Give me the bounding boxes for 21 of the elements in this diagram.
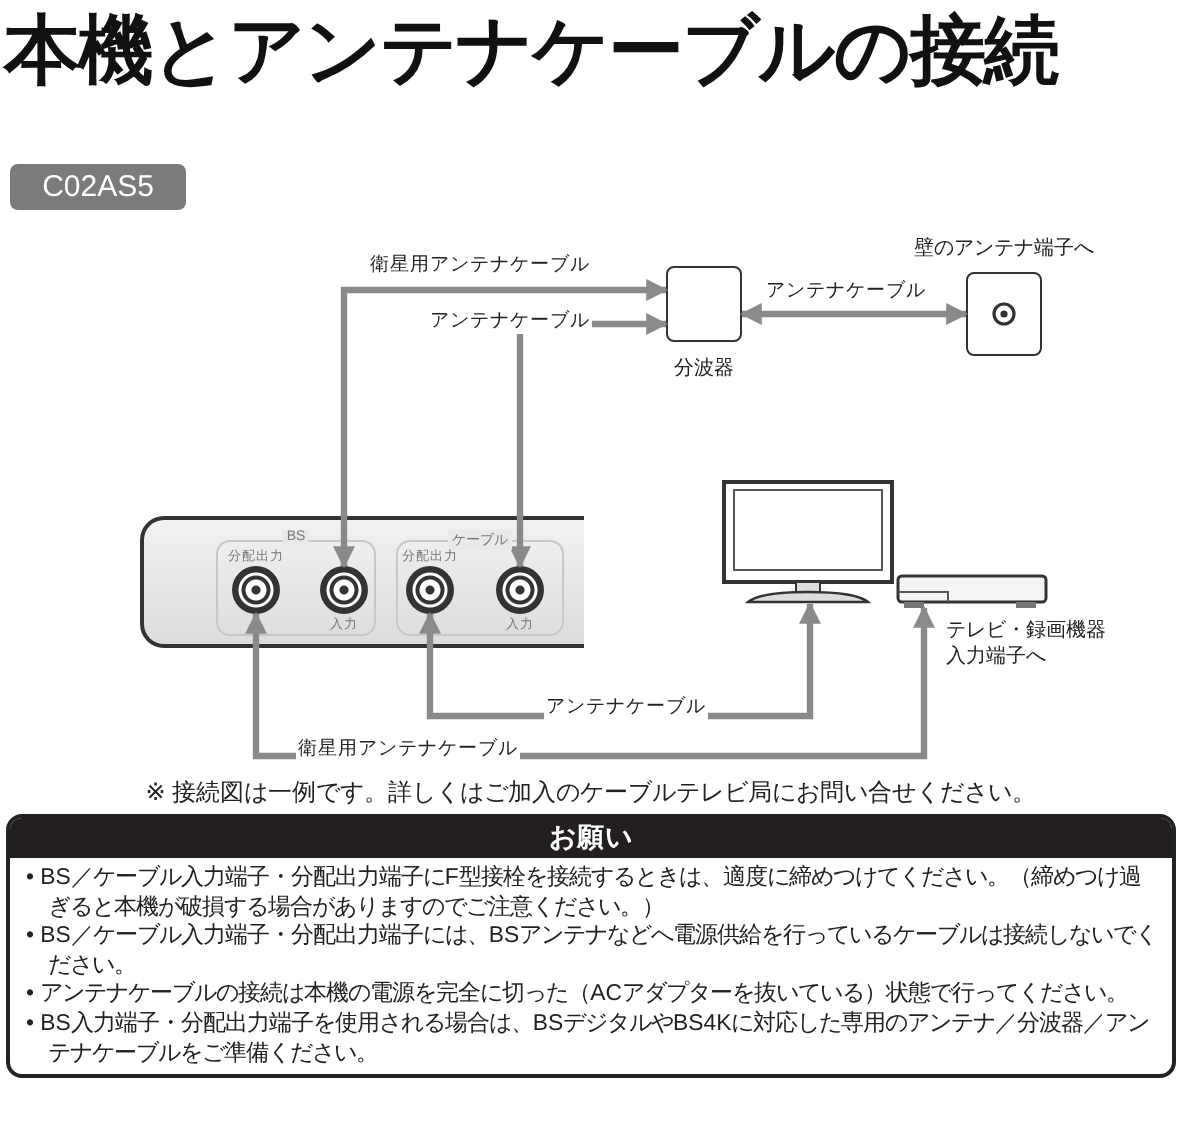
edge-label: アンテナケーブル	[764, 278, 928, 304]
tv-drawing	[720, 480, 896, 604]
edge-label: アンテナケーブル	[428, 308, 592, 334]
edge-label: 衛星用アンテナケーブル	[296, 736, 520, 762]
node-label: 壁のアンテナ端子へ	[914, 235, 1094, 262]
notice-item: • BS／ケーブル入力端子・分配出力端子には、BSアンテナなどへ電源供給を行っているケーブルは接続しないでください。	[26, 922, 1160, 980]
edge-label: 衛星用アンテナケーブル	[368, 252, 592, 278]
cable-arrow	[333, 279, 669, 569]
recorder-drawing	[896, 574, 1048, 608]
node-caption: テレビ・録画機器入力端子へ	[946, 618, 1108, 670]
section-tab: C02AS5	[10, 164, 186, 210]
edge-label: アンテナケーブル	[544, 694, 708, 720]
notice-item: • BS／ケーブル入力端子・分配出力端子にF型接栓を接続するときは、適度に締めつけてください。（締めつけ過ぎると本機が破損する場合がありますのでご注意ください。）	[26, 864, 1143, 923]
device-drawing	[140, 516, 584, 648]
page-title: 本機とアンテナケーブルの接続	[4, 8, 1058, 98]
node-label: 分波器	[674, 355, 734, 382]
notice-heading: お願い	[10, 818, 1172, 858]
note-text: ※ 接続図は一例です。詳しくはご加入のケーブルテレビ局にお問い合せください。	[143, 776, 1039, 810]
cable-arrow	[739, 303, 969, 325]
notice-item: • アンテナケーブルの接続は本機の電源を完全に切った（ACアダプターを抜いている）状態で行ってください。	[26, 980, 1130, 1010]
notice-item: • BS入力端子・分配出力端子を使用される場合は、BSデジタルやBS4Kに対応した専用のアンテナ／分波器／アンテナケーブルをご準備ください。	[26, 1009, 1152, 1069]
